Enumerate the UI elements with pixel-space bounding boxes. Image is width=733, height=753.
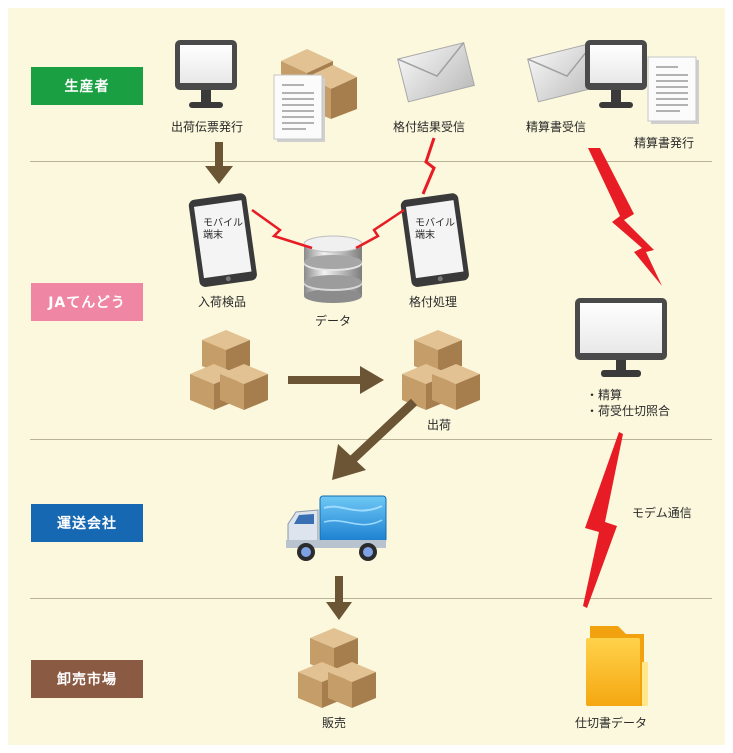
statement-issue-label: 精算書発行 [634, 136, 695, 150]
shipment-label: 出荷 [427, 418, 452, 432]
role-ja: JAてんどう [31, 283, 143, 321]
receipt-matching-label: ・荷受仕切照合 [586, 404, 671, 418]
arrow-down-icon [204, 142, 234, 186]
lightning-icon [418, 137, 440, 195]
envelope-icon [397, 42, 476, 103]
cardboard-box-icon [190, 330, 268, 410]
settlement-data-label: 仕切書データ [575, 716, 648, 730]
document-icon [647, 56, 700, 125]
truck-icon [286, 495, 387, 562]
mobile-terminal-label: モバイル 端末 [415, 218, 455, 241]
role-transport: 運送会社 [31, 504, 143, 542]
grading-result-label: 格付結果受信 [393, 120, 466, 134]
tablet-icon [400, 193, 472, 288]
slip-issue-label: 出荷伝票発行 [171, 120, 244, 134]
row-divider [30, 598, 712, 599]
lightning-icon [588, 148, 664, 288]
tablet-icon [188, 193, 260, 288]
modem-label: モデム通信 [632, 506, 692, 520]
arrow-diagonal-icon [330, 398, 420, 482]
cardboard-box-icon [298, 628, 376, 708]
settlement-label: ・精算 [586, 388, 623, 402]
mobile-terminal-label: モバイル 端末 [203, 218, 243, 241]
lightning-icon [251, 208, 314, 250]
lightning-icon [583, 432, 623, 608]
arrow-right-icon [288, 366, 384, 394]
role-producer: 生産者 [31, 67, 143, 105]
receiving-inspection-label: 入荷検品 [198, 295, 247, 309]
arrow-down-icon [326, 576, 352, 622]
lightning-icon [355, 208, 406, 250]
document-icon [273, 74, 326, 143]
monitor-icon [575, 298, 667, 380]
cardboard-box-icon [402, 330, 480, 410]
monitor-icon [585, 40, 647, 112]
monitor-icon [175, 40, 237, 112]
sales-label: 販売 [322, 716, 347, 730]
statement-receive-label: 精算書受信 [526, 120, 587, 134]
data-label: データ [314, 314, 352, 328]
role-market: 卸売市場 [31, 660, 143, 698]
folder-icon [586, 626, 648, 706]
row-divider [30, 161, 712, 162]
grading-process-label: 格付処理 [409, 295, 458, 309]
database-icon [302, 232, 364, 304]
